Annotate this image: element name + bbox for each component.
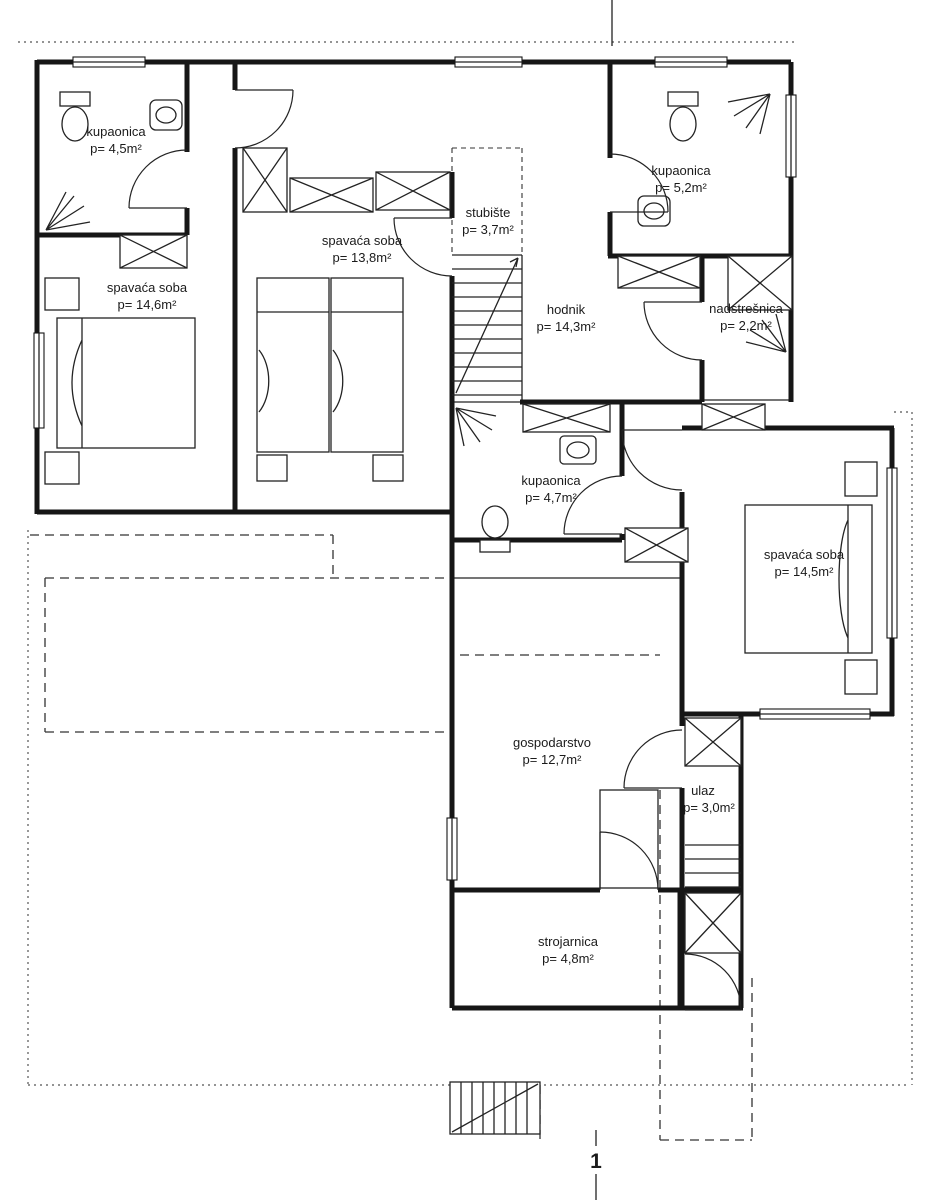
room-label-spavaca-145-area: p= 14,5m² <box>775 564 835 579</box>
shaft-box <box>617 255 701 289</box>
minor-edges <box>452 255 791 579</box>
bed-twin <box>256 277 404 482</box>
crossed-boxes <box>119 147 793 954</box>
room-label-spavaca-146-area: p= 14,6m² <box>118 297 178 312</box>
property-boundary-dotted <box>18 41 913 1086</box>
dashed-lines <box>30 147 753 1141</box>
toilet <box>59 91 91 142</box>
room-label-gospodarstvo-area: p= 12,7m² <box>523 752 583 767</box>
door-bathroom-top-right <box>609 153 669 213</box>
room-label-kupaonica-47-name: kupaonica <box>521 473 581 488</box>
wardrobe-box <box>289 177 374 213</box>
nightstand <box>372 454 404 482</box>
room-label-stubiste-name: stubište <box>466 205 511 220</box>
nightstand <box>44 277 80 311</box>
room-label-stubiste-area: p= 3,7m² <box>462 222 514 237</box>
room-label-spavaca-138-area: p= 13,8m² <box>333 250 393 265</box>
room-label-kupaonica-tr-area: p= 5,2m² <box>655 180 707 195</box>
room-label-hodnik-name: hodnik <box>547 302 586 317</box>
room-label-hodnik-area: p= 14,3m² <box>537 319 597 334</box>
window <box>759 708 871 720</box>
room-labels: kupaonica p= 4,5m² spavaća soba p= 14,6m… <box>86 124 845 966</box>
shaft-box <box>727 255 793 311</box>
sink <box>637 195 671 227</box>
room-label-kupaonica-tl-name: kupaonica <box>86 124 146 139</box>
stair-above-cut-dashed <box>451 147 523 253</box>
windows <box>33 56 898 881</box>
shaft-box <box>684 717 742 767</box>
door-bedroom-146 <box>234 89 294 149</box>
room-label-kupaonica-tr-name: kupaonica <box>651 163 711 178</box>
room-label-ulaz-name: ulaz <box>691 783 715 798</box>
room-label-spavaca-145-name: spavaća soba <box>764 547 845 562</box>
interior-walls <box>37 62 791 893</box>
wardrobe-box <box>375 171 451 211</box>
door-bathroom-top-left <box>128 149 188 209</box>
bed-double <box>44 277 196 485</box>
doors <box>128 89 742 1011</box>
shaft-box <box>624 527 689 563</box>
room-label-nadstresnica-name: nadstrešnica <box>709 301 783 316</box>
window <box>454 56 523 68</box>
window <box>446 817 458 881</box>
door-canopy <box>643 301 703 361</box>
window <box>886 467 898 639</box>
sink <box>559 435 597 465</box>
canopy-rays <box>745 313 787 353</box>
section-marker-label: 1 <box>590 1150 602 1173</box>
room-label-nadstresnica-area: p= 2,2m² <box>720 318 772 333</box>
room-label-strojarnica-name: strojarnica <box>538 934 599 949</box>
shaft-box <box>701 403 766 431</box>
door-bathroom-47 <box>563 475 623 535</box>
shaft-box <box>119 234 188 269</box>
window <box>72 56 146 68</box>
toilet <box>479 505 511 553</box>
exterior-walls-upper <box>34 59 794 515</box>
walls <box>34 59 895 1011</box>
door-utility-entry <box>623 729 683 789</box>
section-markers: 1 <box>590 0 613 1200</box>
entry-steps <box>685 844 741 888</box>
door-machine-room <box>599 831 659 891</box>
exterior-bottom-stair <box>449 1081 541 1135</box>
shaft-box <box>684 892 742 954</box>
toilet <box>667 91 699 142</box>
window <box>785 94 797 178</box>
sink <box>149 99 183 131</box>
shower-rays <box>727 93 771 135</box>
shaft-box <box>522 403 611 433</box>
boundary-lines <box>18 41 913 1086</box>
room-label-spavaca-138-name: spavaća soba <box>322 233 403 248</box>
bed-double <box>744 461 878 695</box>
room-label-kupaonica-47-area: p= 4,7m² <box>525 490 577 505</box>
room-label-spavaca-146-name: spavaća soba <box>107 280 188 295</box>
nightstand <box>44 451 80 485</box>
nightstand <box>844 659 878 695</box>
door-bedroom-145 <box>621 429 683 491</box>
wardrobe-box <box>242 147 288 213</box>
nightstand <box>844 461 878 497</box>
staircases <box>449 254 741 1135</box>
room-label-kupaonica-tl-area: p= 4,5m² <box>90 141 142 156</box>
room-label-ulaz-area: p= 3,0m² <box>683 800 735 815</box>
bedroom-right-walls <box>679 425 895 890</box>
entry-area-dashed <box>539 790 753 1141</box>
window <box>33 332 45 429</box>
main-staircase <box>452 254 522 396</box>
exterior-walls-lower <box>449 512 744 1011</box>
nightstand <box>256 454 288 482</box>
door-bedroom-138 <box>393 217 453 277</box>
thin-lines <box>452 255 791 579</box>
room-label-strojarnica-area: p= 4,8m² <box>542 951 594 966</box>
shower-rays <box>455 407 497 447</box>
shower-rays <box>45 191 91 231</box>
furniture <box>44 91 878 889</box>
window <box>654 56 728 68</box>
terrace-dashed-outline <box>30 534 452 733</box>
door-main-entrance <box>684 953 742 1011</box>
room-label-gospodarstvo-name: gospodarstvo <box>513 735 591 750</box>
